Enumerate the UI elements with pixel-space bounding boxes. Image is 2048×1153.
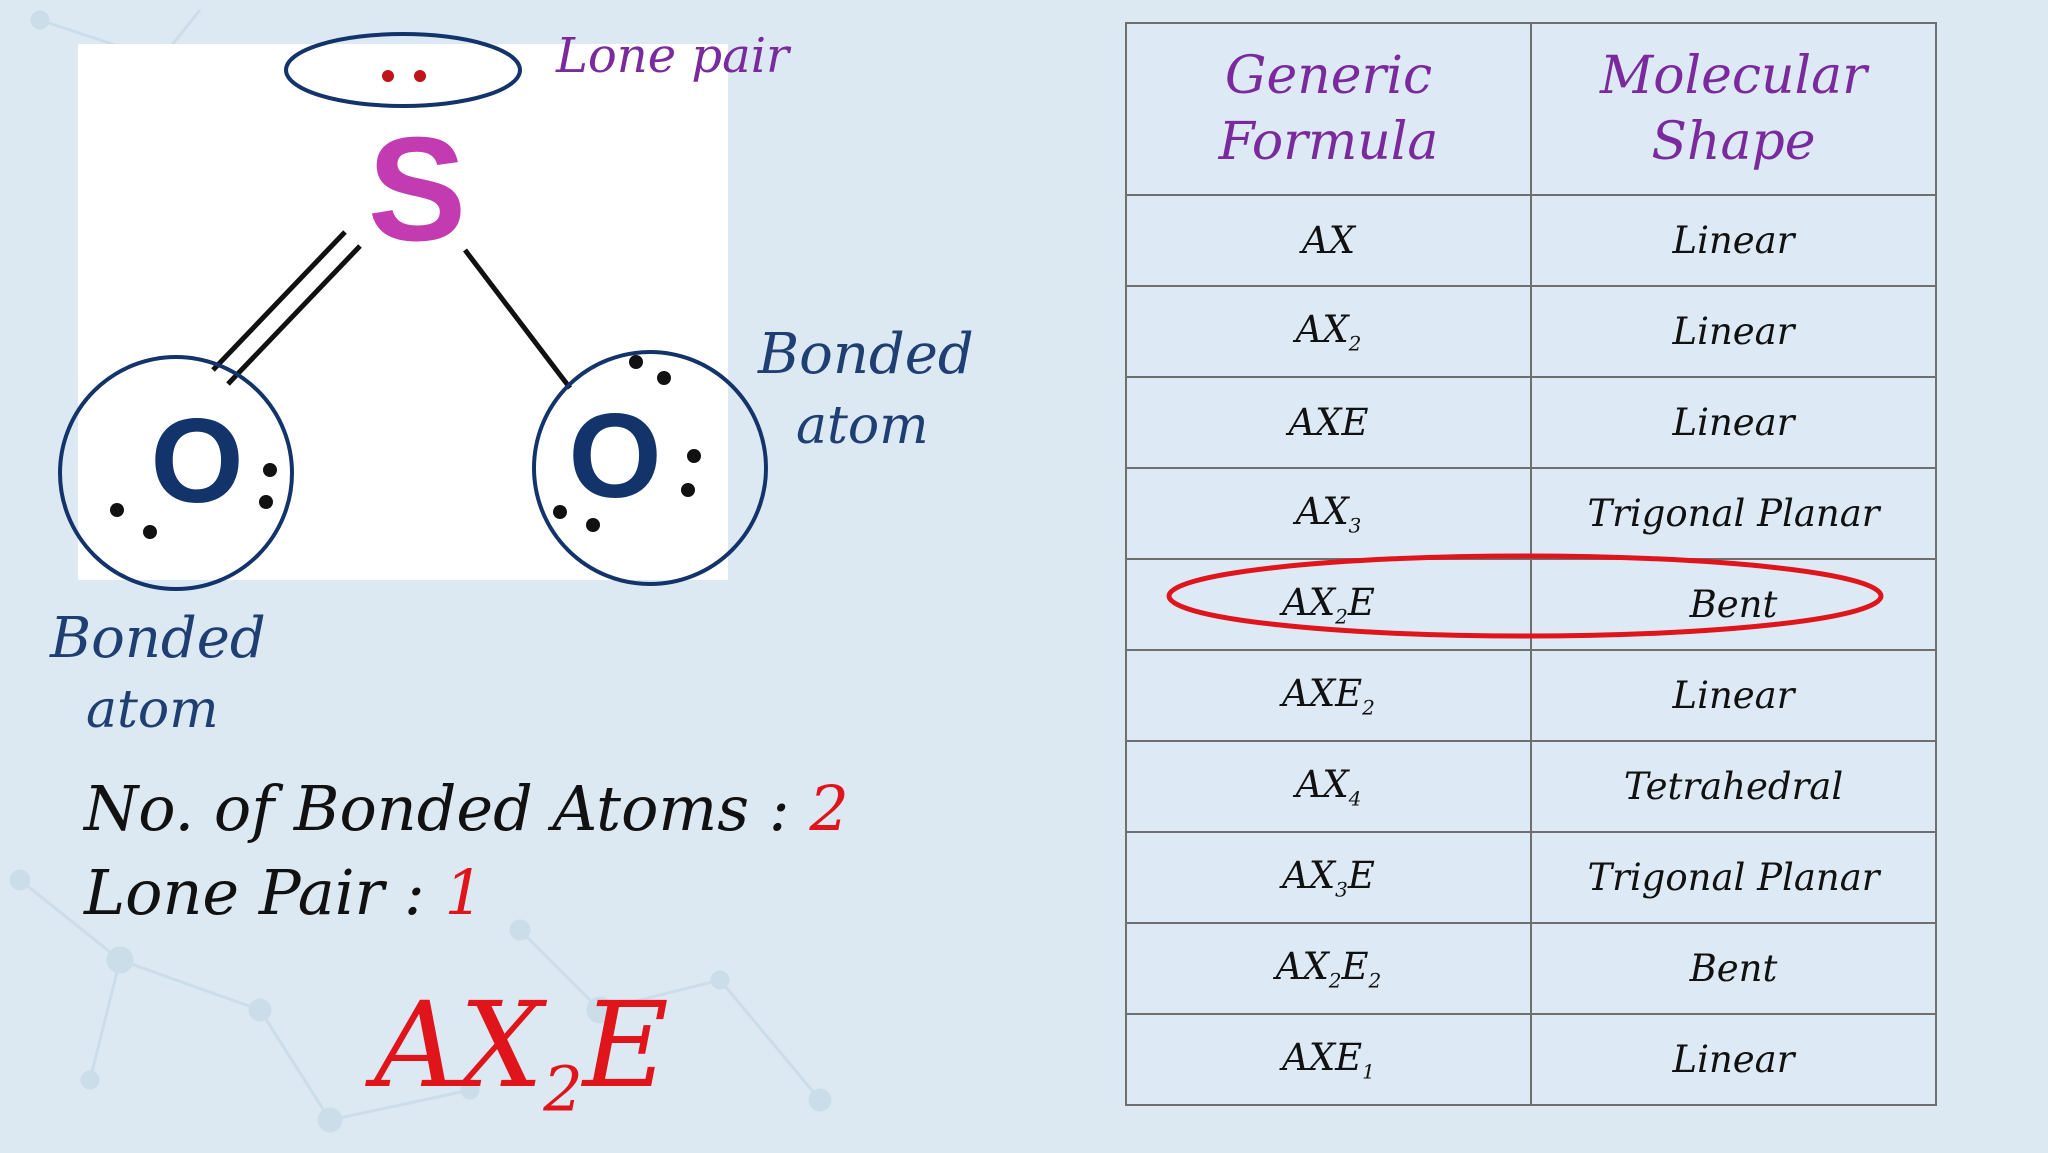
- lone-pair-dot: [382, 70, 394, 82]
- electron-dot: [687, 449, 701, 463]
- single-bond-line: [463, 248, 572, 390]
- right-bonded-atom-label-line2: atom: [796, 396, 929, 456]
- table-row: AXE2 Linear: [1125, 649, 1937, 742]
- shape-cell: Trigonal Planar: [1530, 467, 1937, 560]
- shape-cell: Linear: [1530, 194, 1937, 287]
- table-row: AX3E Trigonal Planar: [1125, 831, 1937, 924]
- formula-cell: AX2: [1125, 285, 1532, 378]
- electron-dot: [657, 371, 671, 385]
- electron-dot: [110, 503, 124, 517]
- double-bond-line-2: [226, 244, 362, 386]
- table-row: AX2E2 Bent: [1125, 922, 1937, 1015]
- electron-dot: [259, 495, 273, 509]
- formula-base: AX: [374, 976, 544, 1114]
- right-bonded-atom-label-line1: Bonded: [758, 322, 974, 387]
- lone-pair-summary: Lone Pair : 1: [84, 856, 484, 929]
- electron-dot: [553, 505, 567, 519]
- right-oxygen-symbol: O: [568, 389, 661, 523]
- shape-cell: Trigonal Planar: [1530, 831, 1937, 924]
- vsepr-table: Generic Formula Molecular Shape AX Linea…: [1125, 22, 1937, 1106]
- electron-dot: [143, 525, 157, 539]
- lone-pair-ellipse: [284, 32, 522, 108]
- table-row: AX2 Linear: [1125, 285, 1937, 378]
- formula-cell: AXE1: [1125, 1013, 1532, 1106]
- electron-dot: [586, 518, 600, 532]
- electron-dot: [263, 463, 277, 477]
- table-row: AX Linear: [1125, 194, 1937, 287]
- shape-cell: Bent: [1530, 922, 1937, 1015]
- left-bonded-atom-label-line2: atom: [86, 680, 219, 740]
- table-row: AX4 Tetrahedral: [1125, 740, 1937, 833]
- lone-pair-label: Lone pair: [556, 28, 789, 84]
- table-row: AXE Linear: [1125, 376, 1937, 469]
- shape-cell: Linear: [1530, 1013, 1937, 1106]
- generic-formula-header: Generic Formula: [1125, 22, 1532, 196]
- formula-cell: AXE2: [1125, 649, 1532, 742]
- formula-cell: AX2E: [1125, 558, 1532, 651]
- lewis-structure-panel: [78, 44, 728, 580]
- formula-tail: E: [582, 976, 669, 1114]
- bonded-atoms-value: 2: [809, 772, 849, 845]
- right-bonded-atom-circle: [532, 350, 768, 586]
- bonded-atoms-label: No. of Bonded Atoms :: [84, 772, 790, 845]
- formula-subscript: 2: [543, 1052, 583, 1126]
- formula-cell: AX4: [1125, 740, 1532, 833]
- formula-cell: AXE: [1125, 376, 1532, 469]
- sulfur-atom-symbol: S: [368, 107, 467, 272]
- axe-notation-result: AX2E: [374, 976, 669, 1126]
- shape-cell: Linear: [1530, 376, 1937, 469]
- lone-pair-summary-label: Lone Pair :: [84, 856, 425, 929]
- electron-dot: [681, 483, 695, 497]
- table-row: AX3 Trigonal Planar: [1125, 467, 1937, 560]
- lone-pair-summary-value: 1: [444, 856, 484, 929]
- double-bond-line-1: [211, 230, 347, 372]
- shape-cell: Linear: [1530, 649, 1937, 742]
- highlight-ellipse: [1166, 553, 1884, 639]
- formula-cell: AX3E: [1125, 831, 1532, 924]
- left-oxygen-symbol: O: [150, 394, 243, 528]
- table-header-row: Generic Formula Molecular Shape: [1125, 22, 1937, 196]
- electron-dot: [629, 355, 643, 369]
- left-bonded-atom-circle: [58, 355, 294, 591]
- shape-cell: Tetrahedral: [1530, 740, 1937, 833]
- shape-cell: Linear: [1530, 285, 1937, 378]
- bonded-atoms-summary: No. of Bonded Atoms : 2: [84, 772, 849, 845]
- table-row: AXE1 Linear: [1125, 1013, 1937, 1106]
- left-bonded-atom-label-line1: Bonded: [50, 606, 266, 671]
- formula-cell: AX: [1125, 194, 1532, 287]
- formula-cell: AX3: [1125, 467, 1532, 560]
- molecular-shape-header: Molecular Shape: [1530, 22, 1937, 196]
- lone-pair-dot: [414, 70, 426, 82]
- formula-cell: AX2E2: [1125, 922, 1532, 1015]
